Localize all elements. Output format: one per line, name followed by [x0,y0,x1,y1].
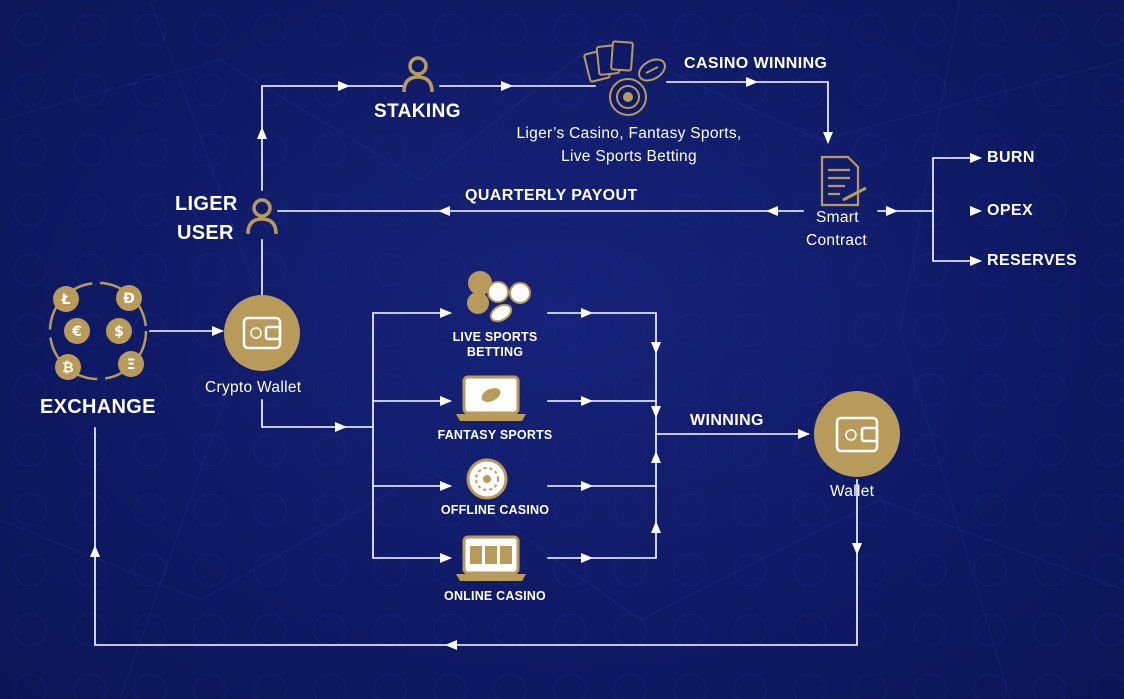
winning-label: WINNING [690,412,764,429]
exchange-label: EXCHANGE [40,396,156,418]
live-sports-label-line1: LIVE SPORTS [452,330,538,344]
crypto-exchange-cycle-icon: Ł Đ € $ ₿ Ξ [48,281,148,381]
offline-casino-label: OFFLINE CASINO [440,503,550,517]
bitcoin-symbol: ₿ [62,360,73,376]
litecoin-symbol: Ł [61,292,71,308]
liger-user-label-line1: LIGER [175,193,238,215]
roulette-wheel-icon [466,458,508,500]
sports-balls-icon [467,271,531,323]
online-casino-label: ONLINE CASINO [444,589,546,603]
dash-symbol: Đ [123,291,135,307]
wallet-icon [814,391,900,477]
crypto-wallet-label: Crypto Wallet [205,379,302,396]
burn-label: BURN [987,149,1035,166]
ethereum-symbol: Ξ [127,357,136,373]
casino-winning-label: CASINO WINNING [684,55,828,72]
quarterly-payout-label: QUARTERLY PAYOUT [465,187,638,204]
casino-description-line2: Live Sports Betting [561,148,697,165]
casino-cards-roulette-football-icon [583,40,666,116]
laptop-casino-icon [456,535,526,581]
fantasy-sports-label: FANTASY SPORTS [437,428,553,442]
dollar-symbol: $ [114,324,124,340]
wallet-label: Wallet [830,483,875,500]
staking-label: STAKING [374,101,461,122]
casino-description-line1: Liger’s Casino, Fantasy Sports, [516,125,742,142]
live-sports-label-line2: BETTING [466,345,524,359]
euro-symbol: € [71,324,82,340]
liger-user-person-icon [246,198,278,235]
crypto-wallet-icon [224,295,300,371]
smart-contract-label-line2: Contract [806,232,867,249]
reserves-label: RESERVES [987,252,1078,269]
contract-document-icon [820,155,867,207]
opex-label: OPEX [987,202,1034,219]
smart-contract-label-line1: Smart [816,209,859,226]
liger-user-label-line2: USER [177,222,234,244]
staking-person-icon [402,56,434,93]
laptop-football-icon [456,375,526,421]
